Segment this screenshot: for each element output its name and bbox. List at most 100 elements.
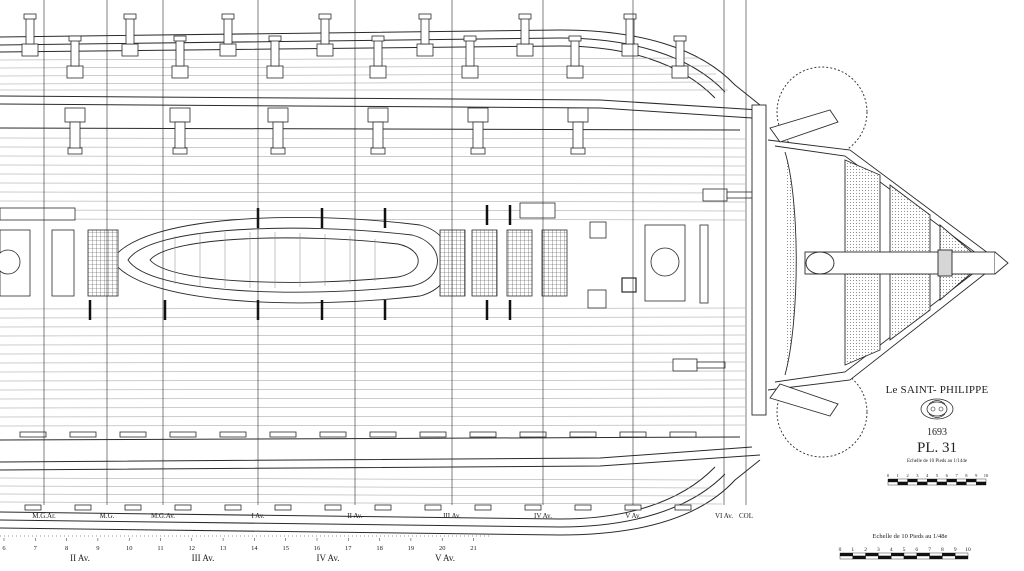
gun-port — [19, 431, 47, 438]
hatch-gratings — [0, 202, 709, 309]
gun-port — [224, 504, 242, 511]
bow-structure — [751, 66, 1009, 458]
gun-port — [424, 504, 442, 511]
waist-gun-row — [64, 107, 756, 372]
cannon-icon — [66, 35, 84, 79]
cannon-icon — [266, 35, 284, 79]
gun-port — [524, 504, 542, 511]
gun-port — [174, 504, 192, 511]
cannon-icon — [64, 107, 86, 155]
title-scale-tick: 4 — [926, 473, 929, 478]
frame-label: COL — [739, 512, 753, 520]
cannon-icon — [121, 13, 139, 57]
station-number: 18 — [376, 545, 383, 552]
station-number: 11 — [157, 545, 163, 552]
cannon-icon — [702, 188, 756, 202]
scale-tick-label: 2 — [864, 547, 867, 553]
scale-tick-label: 7 — [928, 547, 931, 553]
frame-label: VI Av. — [715, 512, 733, 520]
cannon-icon — [169, 107, 191, 155]
gun-port — [169, 431, 197, 438]
plate-number: PL. 31 — [916, 440, 957, 456]
gun-port — [474, 504, 492, 511]
scale-tick-label: 1 — [851, 547, 854, 553]
title-scale-tick: 9 — [975, 473, 978, 478]
station-group-label: V Av. — [435, 553, 455, 563]
gun-port — [124, 504, 142, 511]
station-number: 8 — [65, 545, 68, 552]
gun-port — [119, 431, 147, 438]
lower-gun-ports — [19, 431, 697, 511]
title-scale-tick: 7 — [955, 473, 958, 478]
scale-tick-label: 9 — [954, 547, 957, 553]
scale-tick-label: 4 — [890, 547, 893, 553]
gun-port — [569, 431, 597, 438]
station-number: 12 — [189, 545, 196, 552]
cannon-icon — [171, 35, 189, 79]
cannon-icon — [516, 13, 534, 57]
station-number: 20 — [439, 545, 446, 552]
cannon-icon — [672, 358, 726, 372]
gun-port — [574, 504, 592, 511]
gun-port — [24, 504, 42, 511]
station-number: 6 — [2, 545, 6, 552]
station-number: 19 — [408, 545, 415, 552]
gun-port — [219, 431, 247, 438]
frame-label: IV Av. — [534, 512, 552, 520]
scale-tick-label: 0 — [839, 547, 842, 553]
title-scale-label: Echelle de 10 Pieds au 1/144e — [906, 459, 968, 464]
title-scale-tick: 1 — [897, 473, 899, 478]
gun-port — [74, 504, 92, 511]
frame-label: M.G.Ar. — [32, 512, 56, 520]
station-number: 15 — [282, 545, 289, 552]
cannon-icon — [566, 35, 584, 79]
cannon-icon — [567, 107, 589, 155]
station-number: 14 — [251, 545, 258, 552]
title-scale-tick: 3 — [916, 473, 919, 478]
frame-label: II Av. — [347, 512, 363, 520]
upper-gun-row — [21, 13, 689, 79]
cannon-icon — [267, 107, 289, 155]
station-number: 7 — [34, 545, 38, 552]
station-group-label: III Av. — [192, 553, 215, 563]
ship-year: 1693 — [927, 427, 947, 438]
title-scale-tick: 10 — [984, 473, 989, 478]
bottom-scale-label: Echelle de 10 Pieds au 1/48e — [873, 533, 948, 540]
station-group-labels: II Av.III Av.IV Av.V Av. — [70, 553, 455, 563]
frame-label: M.G.Av. — [151, 512, 175, 520]
cannon-icon — [621, 13, 639, 57]
cannon-icon — [21, 13, 39, 57]
gun-port — [324, 504, 342, 511]
cannon-icon — [367, 107, 389, 155]
cannon-icon — [416, 13, 434, 57]
title-scale-tick: 6 — [946, 473, 949, 478]
scale-tick-label: 6 — [915, 547, 918, 553]
ship-name: Le SAINT- PHILIPPE — [885, 384, 989, 396]
station-group-label: IV Av. — [316, 553, 339, 563]
title-scale-tick: 2 — [906, 473, 908, 478]
scale-tick-label: 10 — [965, 547, 971, 553]
gun-port — [419, 431, 447, 438]
title-scale-tick: 5 — [936, 473, 939, 478]
ships-boat — [111, 216, 452, 304]
frame-labels: M.G.Ar.M.G.M.G.Av.I Av.II Av.III Av.IV A… — [32, 512, 753, 520]
gun-port — [319, 431, 347, 438]
gun-port — [519, 431, 547, 438]
cannon-icon — [369, 35, 387, 79]
gun-port — [469, 431, 497, 438]
frame-label: V Av. — [625, 512, 641, 520]
royal-crest-icon — [920, 398, 954, 420]
station-number: 13 — [220, 545, 227, 552]
cannon-icon — [461, 35, 479, 79]
gun-port — [374, 504, 392, 511]
frame-label: M.G. — [100, 512, 115, 520]
gun-port — [269, 431, 297, 438]
gun-port — [669, 431, 697, 438]
station-number: 9 — [96, 545, 99, 552]
station-number: 17 — [345, 545, 352, 552]
deck-planking — [0, 137, 746, 427]
title-scale-tick: 0 — [887, 473, 890, 478]
